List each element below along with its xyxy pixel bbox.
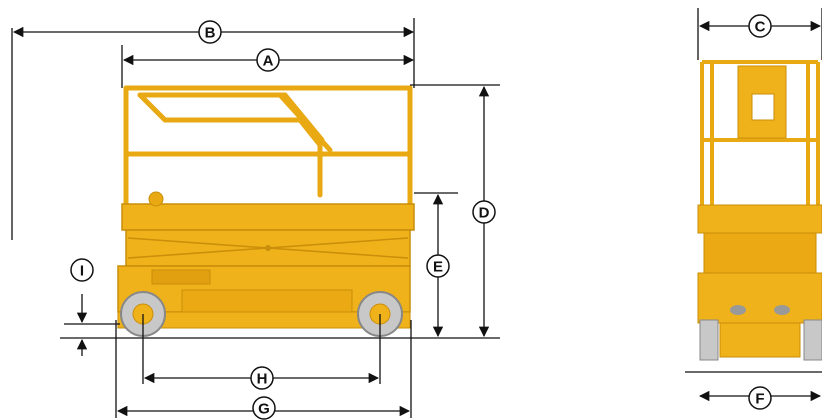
dimension-label-g: G — [252, 396, 276, 420]
front-light-left — [730, 305, 746, 315]
svg-text:A: A — [263, 53, 274, 70]
front-view-machine — [697, 60, 822, 361]
front-panel-window — [751, 93, 775, 121]
svg-text:C: C — [755, 19, 766, 36]
side-chassis — [117, 265, 411, 329]
front-right-wheel — [803, 319, 822, 361]
front-lower-body — [719, 322, 801, 358]
side-scissor-stack — [125, 229, 411, 267]
svg-text:F: F — [755, 391, 764, 408]
front-platform-deck — [697, 204, 822, 234]
side-view-machine — [117, 85, 415, 337]
dimension-label-e: E — [426, 254, 450, 278]
svg-text:I: I — [80, 263, 84, 280]
dimension-label-i: I — [70, 258, 94, 282]
front-left-wheel — [699, 319, 719, 361]
front-control-panel — [737, 65, 787, 139]
svg-text:G: G — [258, 401, 270, 418]
dimension-label-b: B — [198, 20, 222, 44]
svg-text:D: D — [479, 205, 490, 222]
dimension-label-c: C — [748, 14, 772, 38]
dimension-label-a: A — [256, 48, 280, 72]
svg-text:E: E — [433, 259, 443, 276]
svg-text:B: B — [205, 25, 216, 42]
front-guard-rails — [700, 60, 820, 205]
side-deck-knob — [148, 191, 164, 207]
front-chassis — [697, 272, 822, 324]
svg-text:H: H — [257, 371, 268, 388]
front-scissor-stack — [703, 232, 817, 274]
dimension-label-f: F — [748, 386, 772, 410]
front-light-right — [774, 305, 790, 315]
dimension-label-d: D — [472, 200, 496, 224]
side-guard-rails — [123, 85, 413, 209]
side-platform-deck — [121, 203, 415, 231]
dimension-label-h: H — [250, 366, 274, 390]
